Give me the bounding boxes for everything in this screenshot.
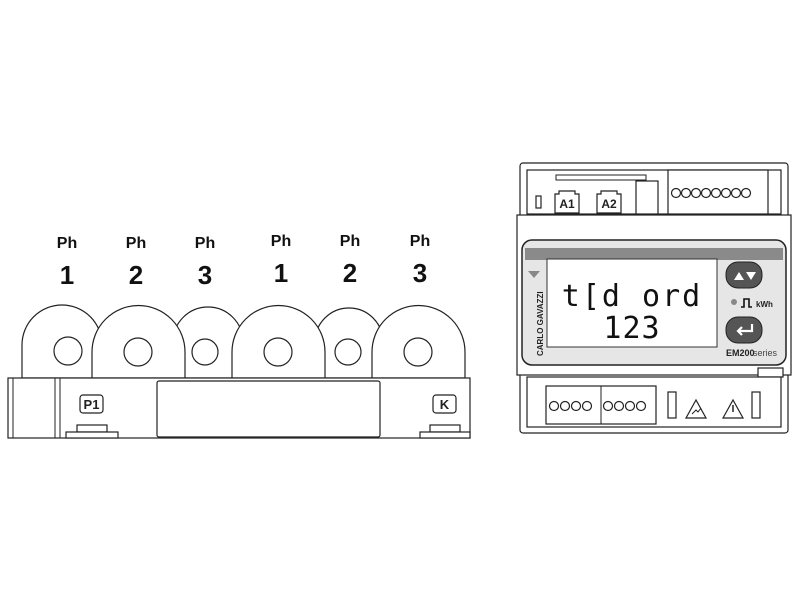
phase-number: 2 <box>129 260 143 290</box>
din-clip <box>757 367 784 378</box>
brand-label: CARLO GAVAZZI <box>536 291 545 356</box>
phase-labels: Ph 1 Ph 2 Ph 3 Ph 1 Ph 2 Ph 3 <box>57 233 430 290</box>
phase-number: 3 <box>413 258 427 288</box>
enter-button[interactable] <box>725 316 763 344</box>
phase-number: 3 <box>198 260 212 290</box>
terminal-a2-label: A2 <box>601 197 617 211</box>
ct-hole-4 <box>263 337 293 367</box>
brand-logo-icon <box>528 271 540 278</box>
enter-arrow-icon <box>736 324 754 336</box>
phase-label: Ph <box>340 233 360 250</box>
terminal-a1-label: A1 <box>559 197 575 211</box>
phase-number: 1 <box>274 258 288 288</box>
terminal-screw-left <box>76 424 108 433</box>
ct-hole-5 <box>334 338 362 366</box>
phase-label: Ph <box>126 235 146 252</box>
terminal-screw-right <box>429 424 461 433</box>
pulse-unit-label: kWh <box>756 300 773 309</box>
lcd-line-1: t[d ord <box>562 279 702 314</box>
bottom-terminal-screws <box>548 400 647 412</box>
lcd-line-2: 123 <box>603 311 660 346</box>
terminal-k-box <box>432 394 457 414</box>
model-label: EM200 <box>726 348 755 358</box>
current-transformer-block: P1 K Ph 1 Ph 2 Ph 3 Ph 1 Ph 2 Ph 3 <box>7 233 471 439</box>
terminal-p1-box <box>79 394 104 414</box>
ct-center-panel <box>156 380 381 438</box>
pulse-led <box>731 299 737 305</box>
ct-hole-3 <box>191 338 219 366</box>
ct-hole-6 <box>403 337 433 367</box>
terminal-a2-box <box>596 190 622 214</box>
lcd-display <box>546 258 718 348</box>
terminal-a1-box <box>554 190 580 214</box>
phase-number: 2 <box>343 258 357 288</box>
terminal-p1-label: P1 <box>84 397 100 412</box>
phase-label: Ph <box>410 233 430 250</box>
ct-hole-2 <box>123 337 153 367</box>
phase-label: Ph <box>271 233 291 250</box>
electric-shock-warning-icon <box>684 398 708 419</box>
ct-hole-1 <box>53 336 83 366</box>
up-down-arrows-icon <box>734 272 756 280</box>
top-terminal-screws <box>670 187 752 199</box>
up-down-button[interactable] <box>725 261 763 289</box>
pulse-icon <box>741 298 752 308</box>
series-label: series <box>753 348 778 358</box>
phase-label: Ph <box>57 235 77 252</box>
phase-label: Ph <box>195 235 215 252</box>
terminal-k-label: K <box>440 397 450 412</box>
phase-number: 1 <box>60 260 74 290</box>
energy-meter: A1 A2 CARLO GAVAZZI t[d ord 123 kWh EM20… <box>516 162 792 434</box>
